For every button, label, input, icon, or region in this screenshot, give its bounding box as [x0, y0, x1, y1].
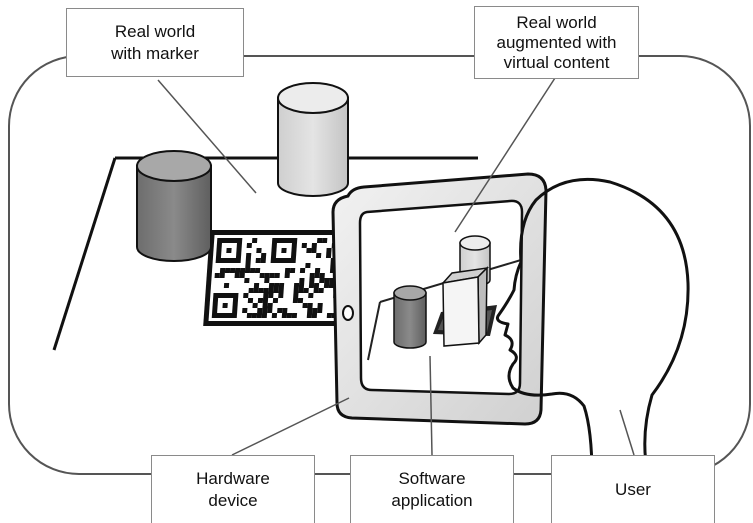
- dark-cylinder: [136, 150, 212, 262]
- label-user: User: [551, 455, 715, 523]
- tablet-screen: [358, 199, 524, 396]
- tablet-button: [342, 305, 354, 321]
- label-real-world-augmented: Real world augmented with virtual conten…: [474, 6, 639, 79]
- label-software-application: Software application: [350, 455, 514, 523]
- virtual-cube: [440, 266, 490, 347]
- label-real-world-marker: Real world with marker: [66, 8, 244, 77]
- user-head-outline: [496, 177, 690, 477]
- qr-marker: [203, 230, 352, 326]
- label-hardware-device: Hardware device: [151, 455, 315, 523]
- light-cylinder: [277, 82, 349, 197]
- connector-lines: [157, 77, 635, 456]
